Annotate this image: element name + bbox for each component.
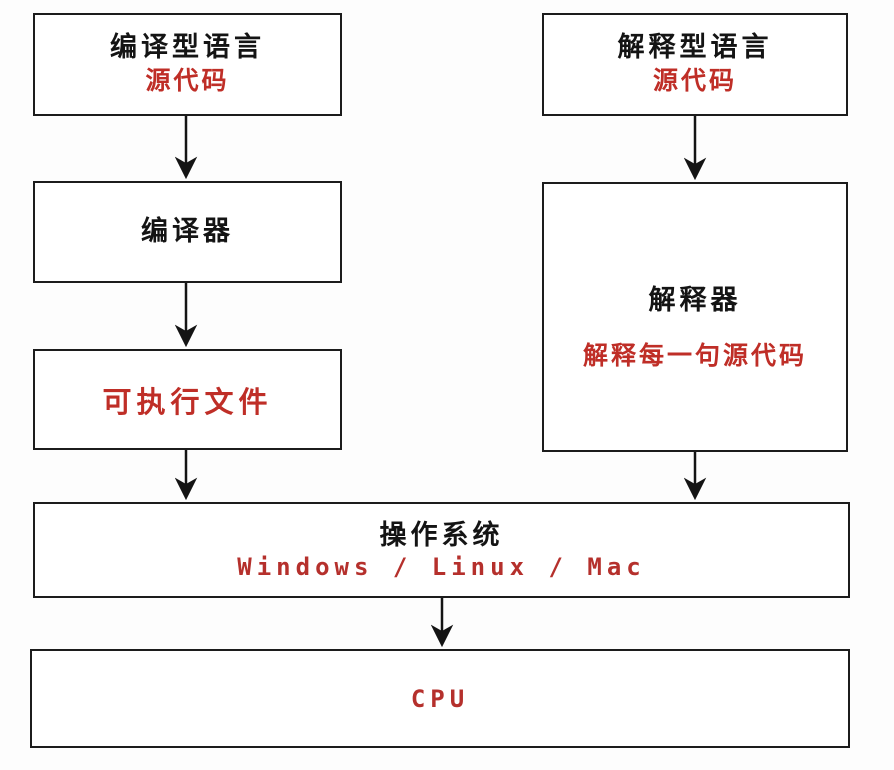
- operating-system-examples: Windows / Linux / Mac: [237, 552, 646, 581]
- compiled-language-title: 编译型语言: [110, 32, 265, 63]
- node-compiled-language: 编译型语言 源代码: [33, 13, 342, 116]
- executable-file-title: 可执行文件: [102, 386, 273, 419]
- cpu-title: CPU: [410, 684, 470, 713]
- interpreted-language-title: 解释型语言: [617, 32, 773, 63]
- interpreter-title: 解释器: [648, 284, 742, 315]
- interpreter-description: 解释每一句源代码: [582, 341, 807, 370]
- node-executable-file: 可执行文件: [33, 349, 342, 450]
- node-interpreter: 解释器 解释每一句源代码: [542, 182, 848, 452]
- node-operating-system: 操作系统 Windows / Linux / Mac: [33, 502, 850, 598]
- operating-system-title: 操作系统: [379, 520, 504, 551]
- node-interpreted-language: 解释型语言 源代码: [542, 13, 848, 116]
- compiled-language-source-code-label: 源代码: [145, 67, 230, 96]
- compiler-title: 编译器: [141, 216, 234, 247]
- interpreted-language-source-code-label: 源代码: [652, 67, 737, 96]
- node-cpu: CPU: [30, 649, 850, 748]
- node-compiler: 编译器: [33, 181, 342, 283]
